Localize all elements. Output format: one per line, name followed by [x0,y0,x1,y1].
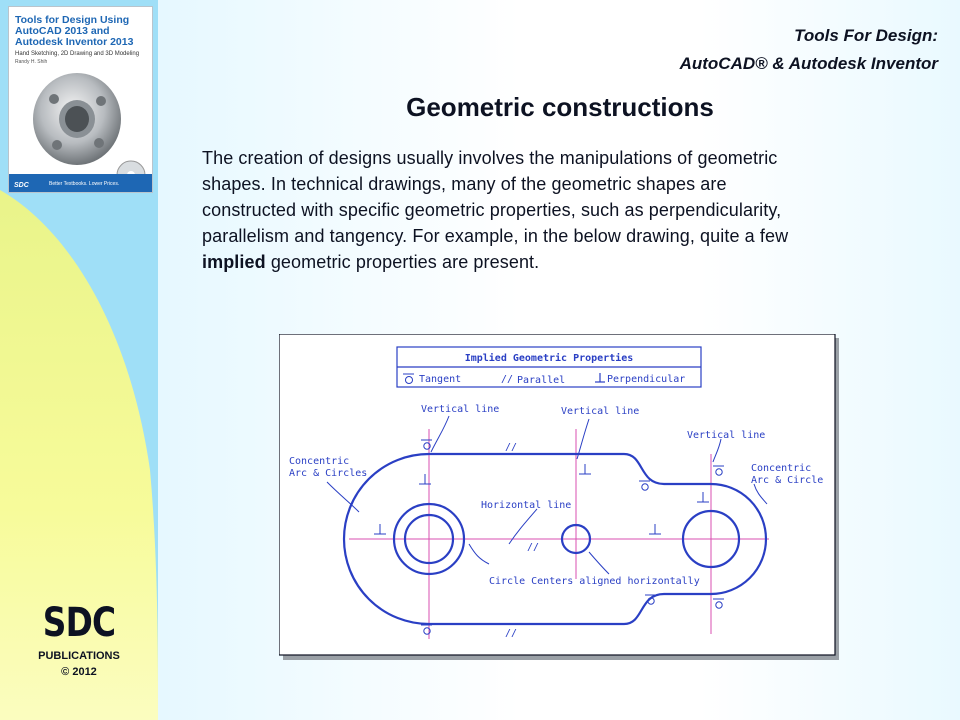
body-text-end: geometric properties are present. [265,252,540,272]
leader-lines [326,415,768,575]
gear-part-illustration [33,73,146,190]
drawing-labels: Vertical line Vertical line Vertical lin… [289,404,823,587]
book-subtitle: Hand Sketching, 2D Drawing and 3D Modeli… [15,51,140,57]
body-text-start: The creation of designs usually involves… [202,148,789,246]
label-vertical-line-1: Vertical line [421,404,499,415]
label-concentric-left-1: Concentric [289,456,349,467]
svg-text://: // [505,442,517,453]
center-circle [560,523,592,555]
copyright: © 2012 [61,666,97,678]
book-cover-footer: SDC Better Textbooks. Lower Prices. [9,174,152,192]
parallel-symbol-icon: // [501,374,513,385]
part-outline [342,452,768,626]
book-tagline: Better Textbooks. Lower Prices. [49,181,120,187]
slide-title: Geometric constructions [406,92,714,122]
label-circle-centers: Circle Centers aligned horizontally [489,576,700,587]
sidebar-decoration [0,190,158,720]
tangent-symbol-icon [405,376,413,384]
legend-perpendicular: Perpendicular [607,374,685,385]
book-author: Randy H. Shih [15,59,48,65]
legend-parallel: Parallel [517,375,565,386]
legend-tangent: Tangent [419,374,461,385]
book-title: Tools for Design Using AutoCAD 2013 and … [15,14,134,48]
legend-title: Implied Geometric Properties [465,352,634,364]
left-inner-circle [403,513,455,565]
svg-text://: // [505,628,517,639]
right-circle [681,509,741,569]
label-concentric-right-2: Arc & Circle [751,475,823,486]
header-line-2: AutoCAD® & Autodesk Inventor [679,54,938,73]
parallel-marks: // // // [505,442,539,639]
sdc-logo: SDC [42,600,116,646]
property-symbols [374,439,724,635]
body-paragraph: The creation of designs usually involves… [202,145,822,275]
svg-text://: // [527,542,539,553]
book-cover-image: Tools for Design Using AutoCAD 2013 and … [8,6,153,193]
sidebar: Tools for Design Using AutoCAD 2013 and … [0,0,158,720]
legend-box: Implied Geometric Properties Tangent // … [396,346,702,388]
book-publisher-logo: SDC [14,182,29,189]
label-vertical-line-3: Vertical line [687,430,765,441]
label-vertical-line-2: Vertical line [561,406,639,417]
publisher-name: PUBLICATIONS [38,650,120,662]
label-concentric-left-2: Arc & Circles [289,468,367,479]
label-concentric-right-1: Concentric [751,463,811,474]
left-outer-circle [392,502,466,576]
label-horizontal-line: Horizontal line [481,500,571,511]
technical-drawing-figure: Implied Geometric Properties Tangent // … [279,334,839,660]
body-text-bold: implied [202,252,266,272]
header-line-1: Tools For Design: [794,26,938,45]
